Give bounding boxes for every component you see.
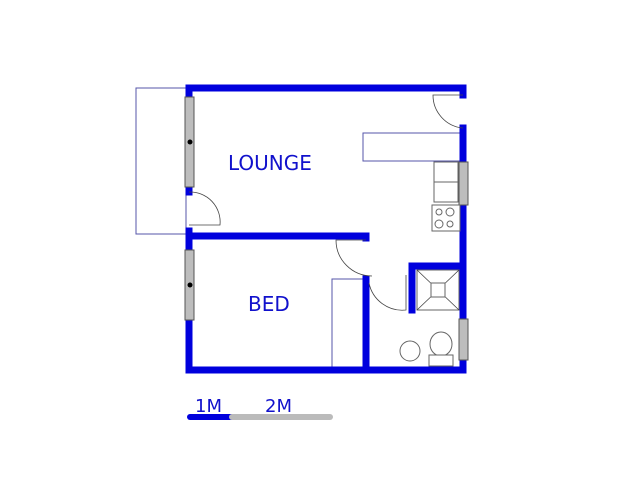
bedroom-door [335,239,373,277]
entrance-door [432,94,464,129]
room-label-bed: BED [248,292,290,316]
doors [188,94,464,311]
kitchen-counter [362,132,461,162]
scale-label-2m: 2M [265,396,292,417]
basin-icon [399,340,421,362]
bathroom-door [368,275,407,311]
window-kitchen [458,161,469,206]
scale-bar: 1M 2M [187,396,333,420]
patio-outline [135,87,187,235]
room-label-lounge: LOUNGE [228,151,312,175]
patio-door [188,191,221,226]
scale-label-1m: 1M [195,396,222,417]
windows [184,96,469,361]
walls [185,84,467,374]
toilet-icon [429,331,453,357]
wardrobe [331,278,364,368]
window-bathroom [458,318,469,361]
kitchen-fixtures [431,161,461,232]
bathroom-fixtures [399,269,460,367]
sink-bowl-2 [433,181,459,203]
sink-bowl-1 [433,161,459,183]
